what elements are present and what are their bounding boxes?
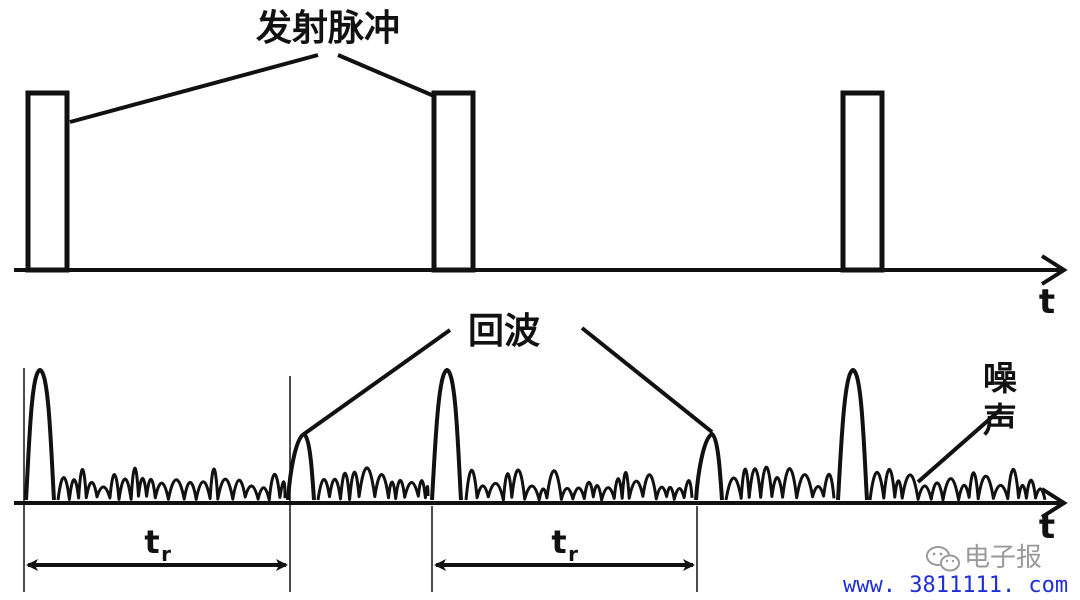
- interval-label-2-main: t: [551, 523, 566, 561]
- echo-pointer-right: [580, 326, 714, 434]
- emission-pointer-right: [337, 53, 435, 98]
- noise-label-line1: 噪: [983, 359, 1017, 399]
- noise-segment-1: [56, 466, 287, 502]
- noise-pointer: [916, 408, 1002, 484]
- noise-segment-5: [868, 468, 1047, 502]
- echo-spike-1: [24, 367, 56, 501]
- emission-pulse-2: [431, 90, 476, 273]
- time-axis-bottom-arrowhead: [1040, 487, 1068, 519]
- watermark: 电子报 www. 3811111. com: [843, 543, 1068, 598]
- emission-pulse-1: [25, 90, 70, 273]
- echo-label: 回波: [468, 311, 540, 352]
- echo-spike-3: [836, 367, 869, 501]
- echo-spike-2: [430, 367, 463, 501]
- interval-label-1-sub: r: [161, 542, 171, 566]
- noise-label-line2: 声: [983, 401, 1017, 441]
- interval-label-1-main: t: [144, 523, 159, 561]
- interval-label-2-sub: r: [568, 542, 578, 566]
- time-axis-top-arrowhead: [1040, 254, 1068, 286]
- watermark-url: www. 3811111. com: [843, 573, 1068, 598]
- interval-label-1: t r: [144, 523, 171, 566]
- emission-pointer-left: [69, 53, 319, 124]
- noise-segment-4: [724, 465, 836, 501]
- noise-segment-2: [316, 466, 430, 501]
- emission-pulse-train: [14, 53, 1068, 286]
- echo-signal-train: [14, 326, 1068, 592]
- wechat-icon: [926, 546, 960, 572]
- noise-floor: [56, 465, 1047, 502]
- interval-label-2: t r: [551, 523, 578, 566]
- emission-pulse-label: 发射脉冲: [256, 8, 400, 49]
- noise-segment-3: [464, 468, 694, 502]
- watermark-brand: 电子报: [964, 543, 1042, 573]
- time-axis-bottom-label: t: [1039, 507, 1055, 547]
- emission-pulse-3: [840, 90, 885, 273]
- echo-pointer-left: [302, 328, 452, 436]
- delayed-echo-2: [694, 431, 724, 501]
- time-axis-top-label: t: [1039, 282, 1055, 322]
- delayed-echo-1: [286, 431, 316, 501]
